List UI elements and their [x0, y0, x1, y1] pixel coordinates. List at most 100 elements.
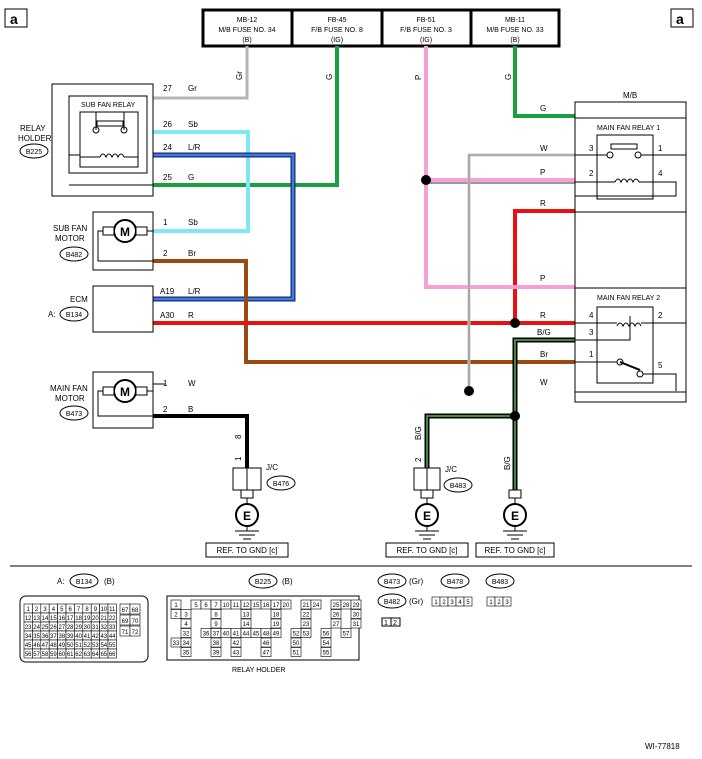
r2-pin-4: 4	[589, 311, 594, 320]
ref-gnd-box-2[interactable]	[385, 542, 469, 558]
jc2-wire: B/G	[414, 426, 423, 440]
b134-pin-68: 68	[132, 608, 139, 614]
fuse-3-sw: (IG)	[420, 37, 432, 44]
b225-pin-2: 2	[174, 613, 178, 619]
b225-pin-42-cell	[230, 637, 242, 648]
relay1-title: MAIN FAN RELAY 1	[597, 125, 660, 132]
ref-gnd-link-2[interactable]: REF. TO GND [c]	[396, 546, 457, 555]
b134-pin-41: 41	[84, 634, 91, 640]
b225-pin-19-cell	[270, 618, 282, 629]
b134-pin-60: 60	[58, 652, 65, 658]
b478-pin-3: 3	[450, 600, 454, 606]
ground-1: E	[235, 503, 259, 540]
b225-pin-44: 44	[243, 632, 250, 638]
sub-fan-motor-conn: B482	[66, 252, 82, 259]
b225-pin-22: 22	[303, 613, 310, 619]
b225-pin-6: 6	[204, 603, 208, 609]
b134-pin-24: 24	[33, 625, 40, 631]
b478-pin-1: 1	[434, 600, 438, 606]
b225-pin-20-cell	[280, 599, 292, 610]
sub-fan-motor: M SUB FAN MOTOR B482 1 Sb 2 Br	[53, 211, 198, 271]
ref-gnd-link-3[interactable]: REF. TO GND [c]	[484, 546, 545, 555]
b225-pin-12: 12	[243, 603, 250, 609]
fuse-block: MB-12 M/B FUSE NO. 34 (B) FB-45 F/B FUSE…	[201, 8, 561, 48]
b483-pin-1: 1	[489, 600, 493, 606]
mb-wire-r2: R	[540, 311, 546, 320]
b225-pin-43-cell	[230, 647, 242, 657]
mb-wire-g: G	[540, 104, 546, 113]
mfm-pin-1-color: W	[188, 379, 196, 388]
pin-27: 27	[163, 84, 172, 93]
b225-pin-47: 47	[263, 651, 270, 657]
b225-pin-11: 11	[233, 603, 240, 609]
pin-24: 24	[163, 143, 172, 152]
wire-bg2	[426, 415, 515, 468]
relay2-coil-icon	[616, 322, 642, 328]
b225-pin-31-cell	[350, 618, 362, 629]
wire-br	[153, 259, 575, 364]
mfm-pin-2: 2	[163, 405, 168, 414]
ref-gnd-box-3[interactable]	[475, 542, 555, 558]
b134-pin-54: 54	[100, 643, 107, 649]
junction-w	[464, 386, 474, 396]
top-wire-label-g2: G	[504, 74, 513, 80]
b134-pin-5: 5	[60, 607, 64, 613]
b225-pin-54-cell	[320, 637, 332, 648]
b473-color: (Gr)	[409, 577, 424, 586]
corner-box-right	[670, 8, 694, 28]
b134-pin-65: 65	[100, 652, 107, 658]
pin-26: 26	[163, 120, 172, 129]
fuse-3-id: FB-51	[416, 17, 435, 24]
fuse-3-name: F/B FUSE NO. 3	[400, 27, 452, 34]
wire-gr	[153, 46, 249, 100]
mb-wire-w1: W	[540, 144, 548, 153]
b134-color: (B)	[104, 577, 115, 586]
fuse-2-name: F/B FUSE NO. 8	[311, 27, 363, 34]
mb-wire-br: Br	[540, 350, 548, 359]
ground-3: E	[503, 503, 527, 540]
b225-pin-18: 18	[273, 613, 280, 619]
fuse-2-id: FB-45	[327, 17, 346, 24]
junction-bg	[510, 411, 520, 421]
b134-pin-68-cell	[129, 603, 141, 615]
wire-r-up	[513, 209, 575, 323]
sub-fan-relay-title: SUB FAN RELAY	[81, 102, 136, 109]
b473-conn: B473	[384, 579, 400, 586]
b134-pin-56: 56	[25, 652, 32, 658]
ground-wire-label: B/G	[503, 456, 512, 470]
b134-pin-64: 64	[92, 652, 99, 658]
jc1-label: J/C	[266, 463, 278, 472]
b134-prefix: A:	[57, 577, 65, 586]
b225-pin-13-cell	[240, 609, 252, 619]
jc2-label: J/C	[445, 465, 457, 474]
b134-pin-70-cell	[129, 614, 141, 626]
b225-pin-55-cell	[320, 647, 332, 657]
b134-pin-49: 49	[58, 643, 65, 649]
fuse-4-sw: (B)	[510, 37, 519, 44]
sub-fan-motor-label-1: SUB FAN	[53, 224, 87, 233]
wire-sb	[153, 130, 250, 233]
fuse-1-sw: (B)	[242, 37, 251, 44]
b134-pin-67: 67	[122, 608, 129, 614]
ecm-prefix: A:	[48, 310, 56, 319]
main-fan-motor-symbol: M	[120, 385, 130, 399]
b134-pin-37: 37	[50, 634, 57, 640]
relay-holder: SUB FAN RELAY RELAY HOLDER B225 27 Gr 26…	[18, 83, 201, 197]
b225-pin-38: 38	[213, 641, 220, 647]
b225-pin-39: 39	[213, 651, 220, 657]
wire-p-main	[424, 46, 575, 289]
b134-pin-34: 34	[25, 634, 32, 640]
b225-pin-38-cell	[210, 637, 222, 648]
mb-wire-bg: B/G	[537, 328, 551, 337]
b225-pin-17: 17	[273, 603, 280, 609]
b225-pin-54: 54	[323, 641, 330, 647]
b134-pin-25: 25	[42, 625, 49, 631]
r2-pin-3: 3	[589, 328, 594, 337]
b225-pin-10: 10	[223, 603, 230, 609]
b225-pin-51: 51	[293, 651, 300, 657]
ref-gnd-box-1[interactable]	[205, 542, 289, 558]
ref-gnd-link-1[interactable]: REF. TO GND [c]	[216, 546, 277, 555]
b134-pin-69: 69	[122, 619, 129, 625]
